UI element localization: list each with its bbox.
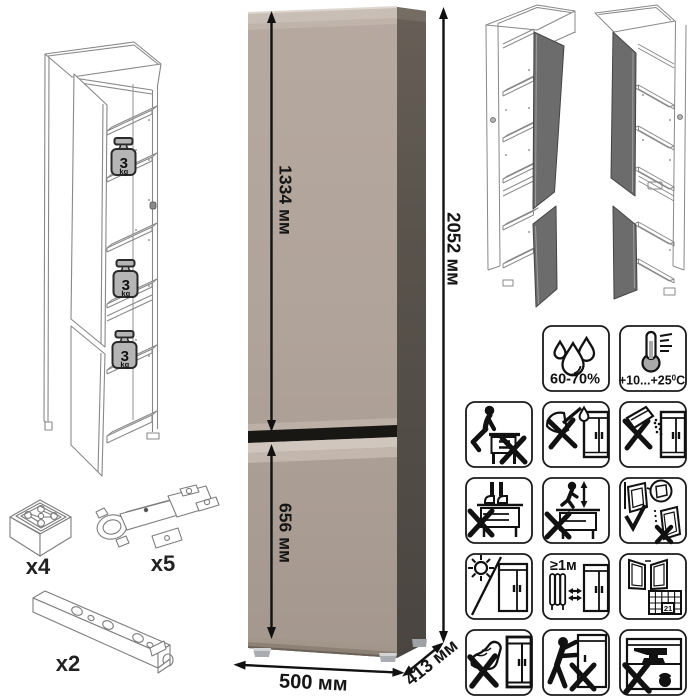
svg-text:x5: x5 — [151, 551, 175, 576]
svg-text:≥1м: ≥1м — [550, 558, 577, 574]
svg-text:x2: x2 — [56, 651, 80, 676]
svg-text:x4: x4 — [26, 554, 51, 579]
svg-text:2052 мм: 2052 мм — [444, 212, 465, 286]
svg-text:656 мм: 656 мм — [276, 503, 296, 563]
svg-text:+10...+250C: +10...+250C — [619, 374, 685, 388]
svg-text:500 мм: 500 мм — [279, 670, 349, 695]
svg-text:21: 21 — [664, 604, 672, 613]
svg-text:1334 мм: 1334 мм — [276, 165, 296, 235]
svg-text:60-70%: 60-70% — [550, 372, 600, 388]
